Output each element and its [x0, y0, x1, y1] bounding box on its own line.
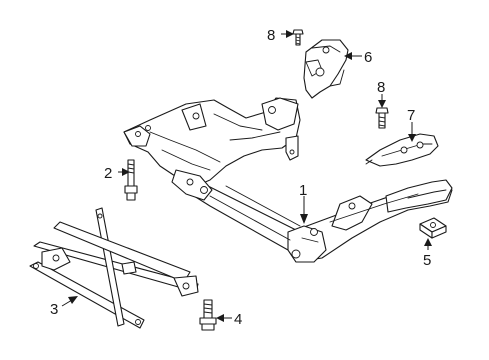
callout-2: 2	[104, 165, 112, 182]
callout-7: 7	[407, 107, 415, 124]
bolt-part-4	[199, 299, 217, 331]
callout-4: 4	[234, 311, 242, 328]
callout-3: 3	[50, 301, 58, 318]
callout-labels: 1 2 3 4 5 6 7 8 8	[50, 27, 431, 328]
leader-lines	[61, 30, 432, 322]
bolt-part-8-right	[375, 107, 389, 129]
mount-bracket-part-6	[303, 39, 349, 99]
callout-8-right: 8	[377, 79, 385, 96]
x-brace-part-3	[29, 207, 199, 329]
subframe-part-1	[123, 97, 453, 263]
callout-6: 6	[364, 49, 372, 66]
callout-1: 1	[299, 182, 307, 199]
side-bracket-part-7	[365, 133, 439, 167]
nut-plate-part-5	[419, 217, 447, 239]
bolt-part-8-top	[292, 29, 304, 46]
callout-8-top: 8	[267, 27, 275, 44]
callout-5: 5	[423, 252, 431, 269]
long-bolt-part-2	[124, 159, 138, 201]
